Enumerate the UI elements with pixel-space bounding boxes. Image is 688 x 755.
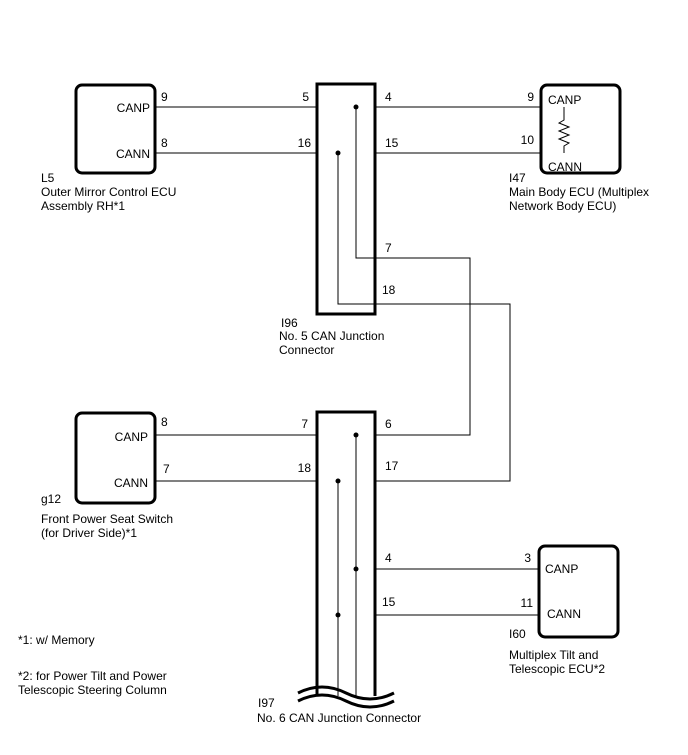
i96-connector-body — [315, 82, 377, 316]
i47-name: Main Body ECU (Multiplex — [509, 185, 649, 199]
i96-name: No. 5 CAN Junction — [279, 329, 384, 343]
g12-cann-label: CANN — [114, 476, 148, 490]
l5-code: L5 — [41, 171, 55, 185]
junction-bus-lines — [337, 107, 376, 696]
splice-dot — [335, 478, 341, 484]
footnote-2: Telescopic Steering Column — [18, 683, 167, 697]
i96-code: I96 — [281, 316, 298, 330]
i47-canp-pin: 9 — [527, 90, 534, 104]
i60-name: Telescopic ECU*2 — [509, 662, 605, 676]
i47-code: I47 — [509, 171, 526, 185]
g12-canp-pin: 8 — [161, 415, 168, 429]
footnote-2: *2: for Power Tilt and Power — [18, 669, 167, 683]
i97-pin: 18 — [298, 461, 312, 475]
i96-pin: 18 — [382, 283, 396, 297]
l5-name: Assembly RH*1 — [41, 199, 125, 213]
i47-cann-pin: 10 — [521, 133, 535, 147]
l5-canp-pin: 9 — [161, 90, 168, 104]
l5-cann-pin: 8 — [161, 136, 168, 150]
i47-cann-label: CANN — [548, 160, 582, 174]
i96-cann-bus — [337, 153, 376, 305]
i60-cann-pin: 11 — [521, 596, 534, 610]
i97-pin: 6 — [385, 417, 392, 431]
g12-name: (for Driver Side)*1 — [41, 526, 137, 540]
i96-pin: 5 — [302, 90, 309, 104]
splice-dot — [353, 432, 359, 438]
splice-dot — [335, 150, 341, 156]
splice-dot — [353, 104, 359, 110]
i96-name: Connector — [279, 343, 334, 357]
i97-pin: 15 — [382, 595, 396, 609]
splice-dot — [353, 566, 359, 572]
i97-code: I97 — [258, 696, 275, 710]
i97-connector-body — [315, 410, 377, 696]
wire-i96-cann-to-i97 — [376, 303, 511, 482]
i96-canp-bus — [355, 107, 376, 259]
splice-points — [335, 104, 359, 618]
g12-cann-pin: 7 — [163, 462, 170, 476]
i96-pin: 16 — [298, 136, 312, 150]
g12-name: Front Power Seat Switch — [41, 512, 173, 526]
i97-break-mark — [297, 685, 395, 709]
i60-ecu-box — [537, 544, 620, 639]
i60-canp-pin: 3 — [524, 551, 531, 565]
g12-code: g12 — [41, 492, 61, 506]
g12-canp-label: CANP — [115, 430, 148, 444]
i97-pin: 4 — [385, 551, 392, 565]
wires — [155, 106, 541, 616]
wire-i96-canp-to-i97 — [376, 257, 471, 436]
i60-code: I60 — [509, 627, 526, 641]
i60-cann-label: CANN — [547, 607, 581, 621]
i60-canp-label: CANP — [545, 562, 578, 576]
i96-pin: 15 — [385, 136, 399, 150]
i96-pin: 7 — [385, 241, 392, 255]
splice-dot — [335, 612, 341, 618]
i47-canp-label: CANP — [548, 93, 581, 107]
i97-pin: 7 — [301, 417, 308, 431]
footnote-1: *1: w/ Memory — [18, 633, 95, 647]
i47-name: Network Body ECU) — [509, 199, 616, 213]
terminating-resistor-icon — [557, 107, 571, 153]
i60-name: Multiplex Tilt and — [509, 648, 598, 662]
i96-pin: 4 — [385, 90, 392, 104]
l5-name: Outer Mirror Control ECU — [41, 185, 176, 199]
l5-ecu-box — [74, 83, 157, 175]
i47-ecu-box — [539, 83, 622, 175]
l5-canp-label: CANP — [117, 101, 150, 115]
g12-ecu-box — [74, 411, 157, 505]
i97-name: No. 6 CAN Junction Connector — [257, 711, 421, 725]
l5-cann-label: CANN — [116, 147, 150, 161]
i97-pin: 17 — [385, 459, 399, 473]
